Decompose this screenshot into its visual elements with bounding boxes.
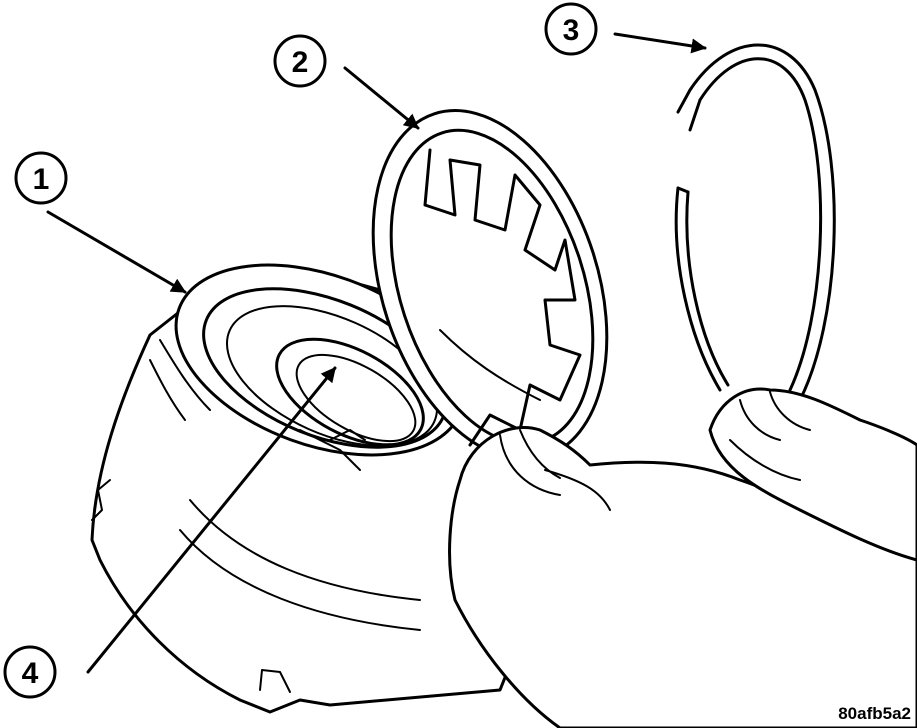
callout-3-label: 3 [563,14,580,47]
arrow-3 [613,32,707,54]
callout-1: 1 [14,151,68,205]
arrow-2 [343,66,420,130]
arrow-4 [86,366,337,674]
callout-4-label: 4 [22,657,39,690]
callout-2: 2 [273,34,327,88]
callout-1-label: 1 [33,163,50,196]
callout-3: 3 [544,2,598,56]
arrow-1 [46,210,187,294]
callout-2-label: 2 [292,46,309,79]
hands [448,387,917,728]
callout-4: 4 [3,645,57,699]
snap-ring [674,43,836,402]
figure-code: 80afb5a2 [838,704,911,723]
leader-arrows [46,32,707,674]
